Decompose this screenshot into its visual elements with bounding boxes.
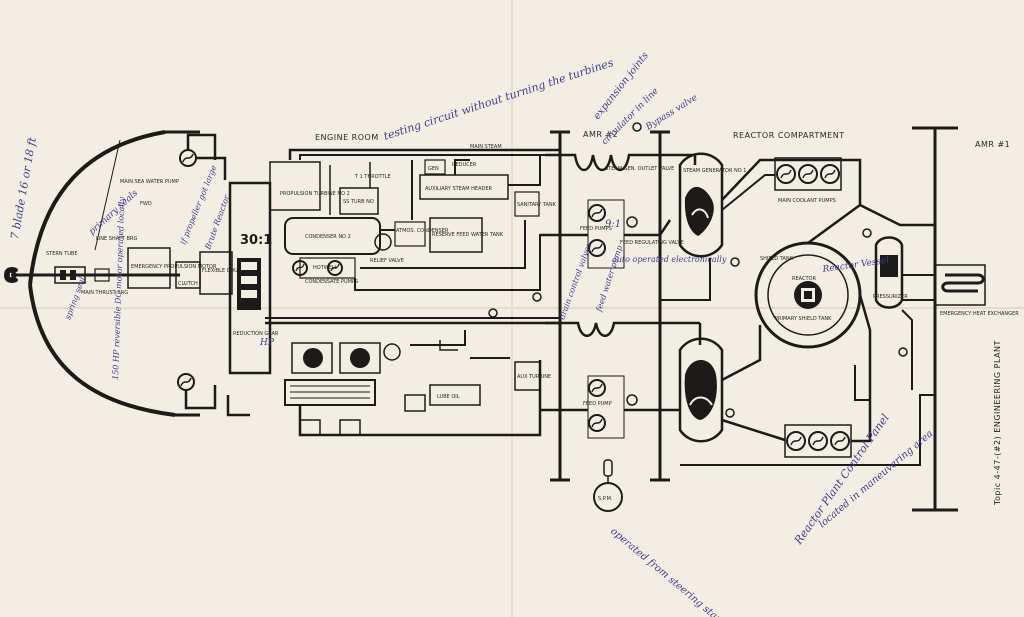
valve-gauges (488, 122, 908, 418)
steam-generator-lower (678, 337, 724, 443)
reserve-feed-tank-box (429, 217, 483, 253)
spm-label: S.P.M. (598, 496, 613, 502)
condenser-label: CONDENSER NO 2 (305, 234, 351, 240)
note-auto-operated: auto operated electronically (612, 255, 727, 264)
sanitary-tank-label: SANITARY TANK (517, 202, 557, 208)
aux-steam-header-box (419, 174, 509, 200)
throttle-label: T 1 THROTTLE (354, 174, 391, 180)
condensate-pump-1 (292, 260, 308, 276)
shaft-line (15, 266, 180, 284)
relief-valve-icon (374, 233, 392, 251)
main-coolant-pumps-upper (774, 157, 842, 191)
atmospheric-condenser-label: ATMOS. CONDENSER (396, 228, 449, 234)
feed-regulating-valve-label: FEED REGULATING VALVE (620, 240, 684, 246)
feed-pump-lower (587, 375, 625, 439)
ssturb-box (339, 187, 379, 215)
condensate-pumps-label: CONDENSATE PUMPS (305, 279, 358, 285)
note-hp: HP (259, 338, 275, 348)
main-sea-water-pump-label: MAIN SEA WATER PUMP (120, 179, 179, 185)
engine-room-title: ENGINE ROOM (315, 133, 379, 142)
hull-outline (28, 130, 200, 417)
reducer-label: REDUCER (452, 162, 477, 168)
steam-gen-outlet-label: STEAM GEN. OUTLET VALVE (605, 166, 674, 172)
emergency-heat-exchanger (934, 264, 986, 306)
reduction-ratio-label: 30:1 (240, 233, 272, 248)
feed-pump-lower-label: FEED PUMP (583, 401, 612, 407)
shield-tank-label: SHIELD TANK (760, 256, 794, 262)
expansion-joint-upper (545, 153, 650, 172)
reactor-piping (650, 153, 935, 466)
feed-gauge-icon (626, 216, 638, 228)
emergency-heat-exchanger-label: EMERGENCY HEAT EXCHANGER (940, 311, 1019, 317)
reserve-feed-tank-label: RESERVE FEED WATER TANK (432, 232, 504, 238)
note-ratio: 9:1 (605, 219, 621, 230)
reduction-gear-label: REDUCTION GEAR (233, 331, 279, 337)
amr2-title: AMR #2 (583, 130, 618, 139)
feed-gauge-lower-icon (626, 394, 638, 406)
reactor-label: REACTOR (792, 276, 816, 282)
bulkheads (550, 126, 958, 512)
fwd-label: FWD (140, 201, 152, 207)
emergency-motor-box (127, 247, 171, 289)
flexible-coupling-label: FLEXIBLE COUPLING (202, 268, 253, 274)
condensate-pump-2 (327, 260, 343, 276)
condenser-box (284, 217, 381, 255)
ssturb-label: SS TURB NO (343, 199, 374, 205)
propulsion-turbine-label: PROPULSION TURBINE NO 2 (280, 191, 350, 197)
amr1-title: AMR #1 (975, 140, 1010, 149)
main-steam-label: MAIN STEAM (470, 144, 502, 150)
emergency-motor-label: EMERGENCY PROPULSION MOTOR (131, 264, 217, 270)
aux-steam-header-label: AUXILIARY STEAM HEADER (425, 186, 493, 192)
flexible-coupling-box (199, 251, 233, 295)
engineering-plant-title: Topic 4-47-(#2) ENGINEERING PLANT (993, 340, 1002, 506)
line-shaft-label: LINE SHAFT BRG (96, 236, 137, 242)
primary-shield-label: PRIMARY SHIELD TANK (775, 316, 832, 322)
steam-generator-label: STEAM GENERATOR NO 1 (683, 168, 746, 174)
aux-turbine-label: AUX TURBINE (517, 374, 551, 380)
gen-label: GEN (428, 166, 439, 172)
lube-oil-label: LUBE OIL (437, 394, 460, 400)
reducer-box (424, 159, 446, 175)
sanitary-tank-box (514, 191, 540, 217)
relief-valve-label: RELIEF VALVE (370, 258, 404, 264)
stern-tube-label: STERN TUBE (46, 251, 78, 257)
expansion-joint-lower (545, 321, 700, 337)
propulsion-turbine-box (269, 161, 321, 211)
reduction-gear (228, 181, 272, 375)
main-thrust-label: MAIN THRUST BRG (81, 290, 128, 296)
feed-pumps-label: FEED PUMPS (580, 226, 612, 232)
hotwell-label: HOTWELL (313, 265, 338, 271)
clutch-label: CLUTCH (178, 281, 198, 287)
atmospheric-condenser-box (394, 221, 426, 247)
pressurizer-label: PRESSURIZER (873, 294, 908, 300)
main-coolant-pumps-label: MAIN COOLANT PUMPS (778, 198, 836, 204)
lower-engine-room (265, 317, 560, 437)
reactor-compartment-title: REACTOR COMPARTMENT (733, 131, 845, 140)
